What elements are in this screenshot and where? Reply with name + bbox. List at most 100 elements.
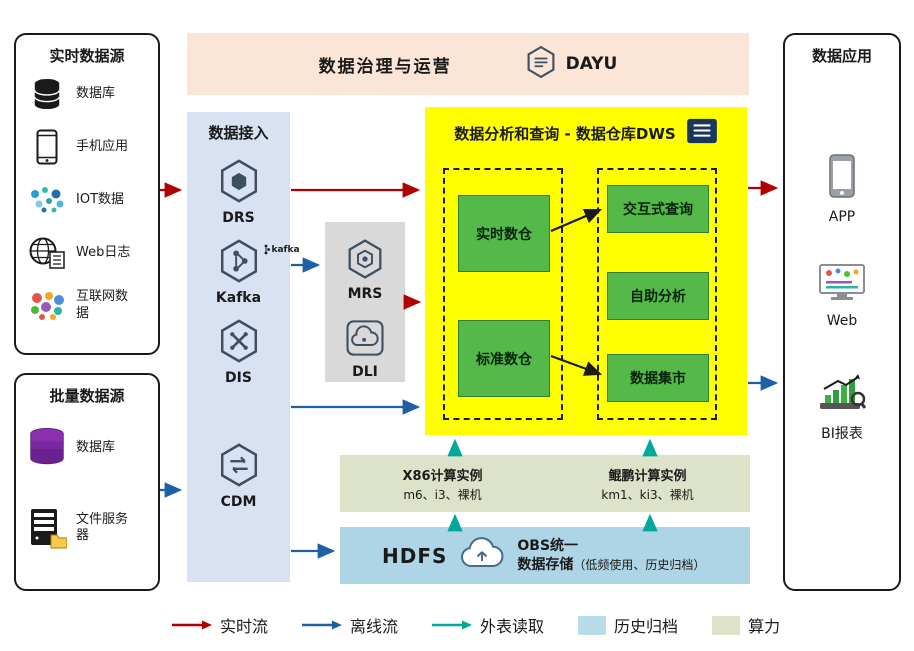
internet-data-icon (26, 286, 68, 326)
service-dis: DIS (187, 318, 290, 386)
service-cdm: CDM (187, 442, 290, 510)
service-mrs: MRS (325, 238, 405, 302)
legend-label: 历史归档 (614, 617, 679, 636)
service-label: CDM (220, 494, 257, 510)
web-monitor-icon (818, 263, 866, 307)
obs-cloud-icon (459, 536, 505, 575)
dayu-icon (524, 45, 558, 84)
source-label: 手机应用 (76, 139, 129, 155)
source-batch-database: 数据库 (26, 427, 152, 468)
source-label: 文件服务器 (76, 511, 129, 543)
app-item-bi-report: BI报表 (785, 371, 899, 443)
self-service-analysis-box: 自助分析 (607, 272, 709, 320)
batch-sources-list: 数据库 文件服务器 (16, 406, 158, 578)
file-server-icon (26, 508, 68, 549)
red-arrow-icon (172, 620, 212, 630)
x86-spec: m6、i3、裸机 (403, 487, 482, 502)
mrs-icon (344, 238, 386, 284)
dli-icon (344, 318, 386, 362)
governance-title: 数据治理与运营 (318, 56, 452, 77)
dayu-label: DAYU (565, 54, 618, 74)
source-database: 数据库 (26, 74, 152, 114)
app-label: BI报表 (821, 426, 863, 442)
source-label: 数据库 (76, 439, 116, 455)
obs-line2: 数据存储 (517, 556, 574, 573)
applications-title: 数据应用 (811, 47, 872, 65)
kunpeng-instances: 鲲鹏计算实例 km1、ki3、裸机 (545, 455, 750, 512)
interactive-query-box: 交互式查询 (607, 185, 709, 233)
app-phone-icon (828, 153, 856, 203)
obs-text: OBS统一 数据存储（低频使用、历史归档） (517, 537, 705, 575)
source-file-server: 文件服务器 (26, 508, 152, 549)
app-item-web: Web (785, 263, 899, 329)
batch-sources-panel: 批量数据源 数据库 文件服务器 (14, 373, 160, 591)
realtime-warehouse-box: 实时数仓 (458, 195, 550, 272)
legend-history-archive: 历史归档 (578, 613, 678, 637)
service-kafka: kafka Kafka (187, 238, 300, 306)
x86-instances: X86计算实例 m6、i3、裸机 (340, 455, 545, 512)
standard-warehouse-box: 标准数仓 (458, 320, 550, 397)
drs-icon (216, 158, 262, 208)
green-box-label: 交互式查询 (623, 202, 693, 218)
governance-banner: 数据治理与运营 DAYU (187, 33, 749, 95)
service-label: Kafka (215, 290, 262, 306)
source-internet-data: 互联网数据 (26, 286, 152, 326)
source-label: 数据库 (76, 86, 116, 102)
dws-report-icon (686, 118, 718, 148)
source-label: IOT数据 (76, 191, 125, 207)
dws-service-group: 交互式查询 自助分析 数据集市 (597, 168, 717, 420)
realtime-sources-title: 实时数据源 (49, 47, 125, 65)
legend-external-read: 外表读取 (432, 613, 544, 637)
dis-icon (216, 318, 262, 368)
dws-title-row: 数据分析和查询 - 数据仓库DWS (425, 107, 747, 148)
service-label: DIS (225, 370, 252, 386)
kunpeng-title: 鲲鹏计算实例 (608, 468, 687, 484)
realtime-sources-panel: 实时数据源 数据库 手机应用 IOT数据 (14, 33, 160, 355)
legend-compute-power: 算力 (712, 613, 780, 637)
big-data-panel: MRS DLI (325, 222, 405, 382)
compute-swatch (712, 615, 741, 635)
legend-label: 实时流 (220, 617, 269, 636)
dws-panel: 数据分析和查询 - 数据仓库DWS 实时数仓 标准数仓 交互式查询 自助分析 数… (425, 107, 747, 435)
legend-label: 算力 (748, 617, 781, 636)
service-label: MRS (347, 286, 383, 302)
applications-panel: 数据应用 APP Web BI报表 (783, 33, 901, 591)
service-label: DLI (352, 364, 378, 380)
legend-label: 外表读取 (480, 617, 545, 636)
teal-arrow-icon (432, 620, 473, 630)
source-iot-data: IOT数据 (26, 180, 152, 220)
green-box-label: 实时数仓 (476, 226, 532, 243)
batch-sources-title: 批量数据源 (49, 387, 125, 405)
app-item-app: APP (785, 153, 899, 225)
source-mobile-app: 手机应用 (26, 127, 152, 167)
ingestion-panel: 数据接入 DRS kafka Kafka DIS (187, 112, 300, 582)
green-box-label: 自助分析 (630, 289, 686, 305)
legend-label: 离线流 (350, 617, 399, 636)
storage-panel: HDFS OBS统一 数据存储（低频使用、历史归档） (340, 527, 750, 584)
app-label: APP (828, 209, 856, 225)
kunpeng-spec: km1、ki3、裸机 (601, 487, 694, 502)
hdfs-label: HDFS (382, 543, 448, 568)
archive-swatch (578, 615, 607, 635)
dayu-product: DAYU (524, 45, 618, 84)
legend-offline-flow: 离线流 (302, 613, 398, 637)
obs-note: （低频使用、历史归档） (573, 557, 706, 572)
kafka-logo-badge: kafka (262, 244, 300, 255)
blue-arrow-icon (302, 620, 343, 630)
cdm-icon (216, 442, 262, 492)
realtime-sources-list: 数据库 手机应用 IOT数据 Web日志 (16, 66, 158, 342)
iot-icon (26, 180, 68, 220)
service-dli: DLI (325, 318, 405, 380)
legend: 实时流 离线流 外表读取 历史归档 算力 (172, 613, 780, 637)
web-log-icon (26, 233, 68, 273)
service-drs: DRS (187, 158, 290, 226)
source-label: 互联网数据 (76, 289, 129, 321)
dws-warehouse-group: 实时数仓 标准数仓 (443, 168, 563, 420)
phone-icon (26, 127, 68, 167)
data-mart-box: 数据集市 (607, 354, 709, 402)
database-icon (26, 74, 68, 114)
compute-instances-panel: X86计算实例 m6、i3、裸机 鲲鹏计算实例 km1、ki3、裸机 (340, 455, 750, 512)
source-label: Web日志 (76, 244, 131, 260)
legend-realtime-flow: 实时流 (172, 613, 268, 637)
